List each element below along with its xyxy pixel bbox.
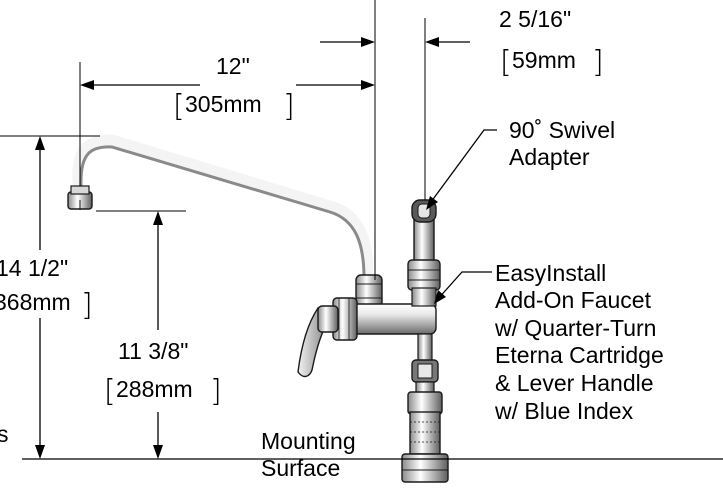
overall-inch-label: 14 1/2" — [0, 255, 68, 281]
bracket-right: ] — [210, 374, 222, 409]
faucet-drawing — [67, 134, 449, 483]
faucet-callout-line2: Add-On Faucet — [495, 287, 652, 313]
spout-height-inch-label: 11 3/8" — [118, 338, 188, 364]
overall-mm-label: 368mm — [0, 289, 71, 315]
spout-nut — [355, 274, 383, 308]
faucet-callout-line1: EasyInstall — [495, 260, 606, 286]
left-edge-fragment: s — [0, 421, 9, 447]
bracket-left: [ — [104, 374, 116, 409]
lower-stem — [417, 333, 433, 363]
swivel-callout-line2: Adapter — [509, 144, 590, 170]
dimension-lines — [0, 0, 723, 460]
bracket-right: ] — [81, 288, 93, 323]
offset-mm-label: 59mm — [512, 47, 576, 73]
swivel-callout-line1: 90˚ Swivel — [509, 117, 615, 143]
reach-mm-label: 305mm — [185, 91, 262, 117]
bracket-left: [ — [173, 89, 185, 124]
mounting-label-line1: Mounting — [261, 428, 356, 454]
faucet-callout-line6: w/ Blue Index — [494, 398, 634, 424]
bracket-left: [ — [500, 45, 512, 80]
spout-height-mm-label: 288mm — [116, 376, 193, 402]
reach-inch-label: 12" — [216, 53, 250, 79]
bracket-right: ] — [592, 45, 604, 80]
mounting-label-line2: Surface — [261, 455, 340, 481]
flange — [401, 453, 449, 483]
offset-inch-label: 2 5/16" — [499, 6, 571, 32]
faucet-callout-line4: Eterna Cartridge — [495, 342, 664, 368]
faucet-callout-line3: w/ Quarter-Turn — [494, 315, 656, 341]
faucet-callout-line5: & Lever Handle — [495, 370, 654, 396]
shank — [409, 411, 441, 455]
shank-nut — [407, 391, 443, 415]
bracket-right: ] — [283, 89, 295, 124]
labels: 2 5/16" 59mm [ ] 12" 305mm [ ] 14 1/2" 3… — [0, 6, 664, 481]
upper-nut — [407, 259, 441, 291]
